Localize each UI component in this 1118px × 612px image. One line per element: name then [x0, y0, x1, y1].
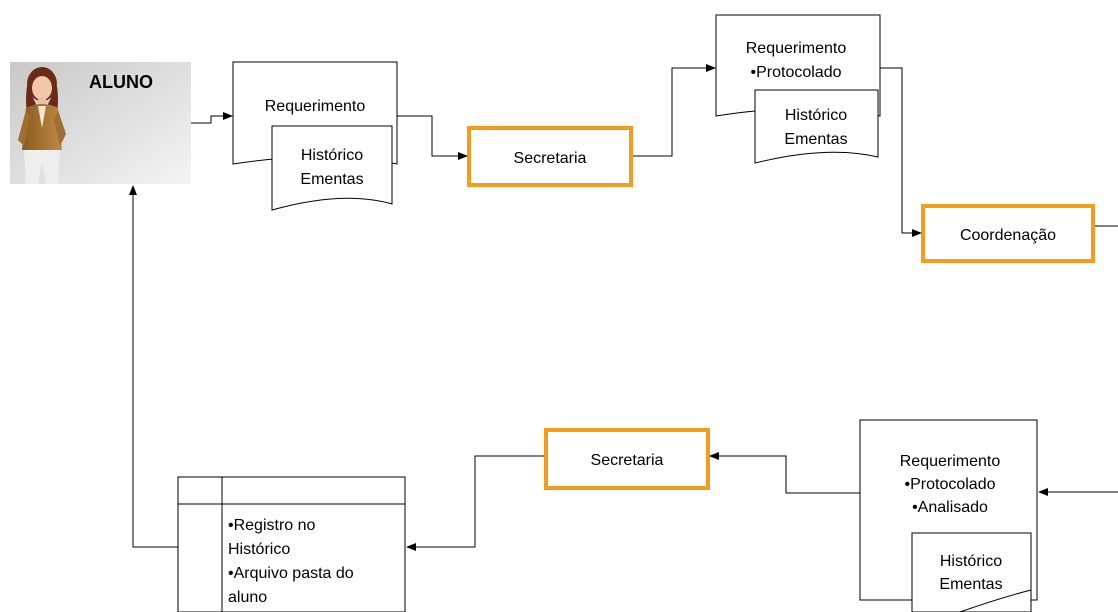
- document-label: Requerimento: [265, 98, 366, 115]
- connector-records-to-aluno: [129, 185, 178, 548]
- connector-secretaria-to-protocolado: [633, 64, 716, 157]
- records-line: Histórico: [228, 541, 290, 558]
- historico-ementas-document: Histórico Ementas: [754, 89, 879, 164]
- document-label: Requerimento: [746, 40, 847, 57]
- coordenacao-process: Coordenação: [921, 204, 1095, 263]
- historico-ementas-document: Histórico Ementas: [271, 125, 393, 211]
- document-label: •Protocolado: [905, 476, 996, 493]
- records-card: •Registro no Histórico •Arquivo pasta do…: [177, 476, 406, 612]
- historico-ementas-document: Histórico Ementas: [911, 532, 1032, 612]
- connector-requerimento-to-secretaria: [397, 115, 468, 160]
- connector-secretaria-to-records: [406, 455, 544, 551]
- attachment-line: Ementas: [300, 171, 363, 188]
- attachment-line: Histórico: [785, 107, 847, 124]
- process-label: Secretaria: [591, 452, 664, 469]
- records-line: aluno: [228, 589, 267, 606]
- attachment-line: Ementas: [939, 576, 1002, 593]
- document-label: Requerimento: [900, 453, 1001, 470]
- document-label: •Protocolado: [751, 64, 842, 81]
- process-label: Coordenação: [960, 227, 1056, 244]
- document-label: •Analisado: [912, 499, 988, 516]
- process-label: Secretaria: [514, 150, 587, 167]
- student-avatar-icon: [18, 67, 66, 184]
- attachment-line: Histórico: [301, 147, 363, 164]
- attachment-line: Histórico: [940, 553, 1002, 570]
- attachment-line: Ementas: [784, 131, 847, 148]
- connector-protocolado-to-coordenacao: [880, 67, 922, 237]
- records-line: •Registro no: [228, 517, 316, 534]
- aluno-actor: ALUNO: [10, 62, 191, 184]
- connector-analisado-to-secretaria: [709, 452, 860, 494]
- connector-aluno-to-requerimento: [191, 112, 233, 124]
- secretaria-process-bottom: Secretaria: [544, 428, 710, 490]
- records-line: •Arquivo pasta do: [228, 565, 354, 582]
- actor-name-label: ALUNO: [89, 72, 153, 92]
- secretaria-process-top: Secretaria: [467, 126, 633, 187]
